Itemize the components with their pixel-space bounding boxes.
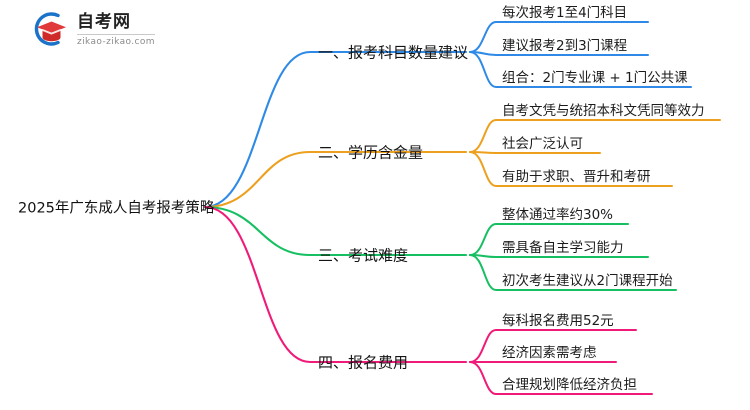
- logo-name: 自考网: [77, 13, 155, 35]
- mindmap-connector: [203, 205, 468, 364]
- mindmap-connector: [469, 223, 629, 256]
- mindmap-branch-label-3: 三、考试难度: [318, 246, 409, 265]
- mindmap-branch-label-1: 一、报考科目数量建议: [318, 43, 469, 62]
- site-logo: 自考网 zikao-zikao.com: [28, 8, 155, 50]
- mindmap-connector: [469, 119, 721, 153]
- mindmap-leaf-label-1-2: 建议报考2到3门课程: [502, 38, 628, 54]
- mindmap-connector: [469, 21, 649, 53]
- mindmap-leaf-label-4-2: 经济因素需考虑: [502, 345, 597, 361]
- mindmap-leaf-label-2-1: 自考文凭与统招本科文凭同等效力: [502, 103, 705, 119]
- mindmap-connector: [469, 151, 673, 187]
- mindmap-leaf-label-2-2: 社会广泛认可: [502, 136, 583, 152]
- mindmap-connector: [469, 329, 637, 363]
- mindmap-leaf-label-2-3: 有助于求职、晋升和考研: [502, 169, 651, 185]
- mindmap-leaf-label-3-2: 需具备自主学习能力: [502, 240, 624, 256]
- mindmap-connector: [469, 51, 692, 88]
- mindmap-root-label: 2025年广东成人自考报考策略: [18, 200, 215, 217]
- mindmap-leaf-label-1-1: 每次报考1至4门科目: [502, 5, 628, 21]
- mindmap-leaf-label-1-3: 组合：2门专业课 + 1门公共课: [502, 70, 688, 86]
- mindmap-leaf-label-4-3: 合理规划降低经济负担: [502, 377, 637, 393]
- logo-url: zikao-zikao.com: [77, 36, 155, 47]
- mindmap-links: [203, 21, 721, 395]
- mindmap-branch-label-4: 四、报名费用: [318, 353, 409, 372]
- mindmap-branch-label-2: 二、学历含金量: [318, 143, 424, 162]
- mindmap-connector: [203, 150, 468, 209]
- mindmap-connector: [469, 361, 653, 395]
- mindmap-leaf-label-3-3: 初次考生建议从2门课程开始: [502, 273, 673, 289]
- mindmap-leaf-label-3-1: 整体通过率约30%: [502, 207, 614, 223]
- logo-text-block: 自考网 zikao-zikao.com: [77, 12, 155, 47]
- mindmap-connector: [469, 151, 601, 154]
- mindmap-connector: [203, 50, 468, 209]
- mindmap-connector: [203, 205, 468, 257]
- mindmap-leaf-label-4-1: 每科报名费用52元: [502, 313, 614, 329]
- mindmap-connector: [469, 254, 677, 291]
- graduation-cap-icon: [28, 8, 70, 50]
